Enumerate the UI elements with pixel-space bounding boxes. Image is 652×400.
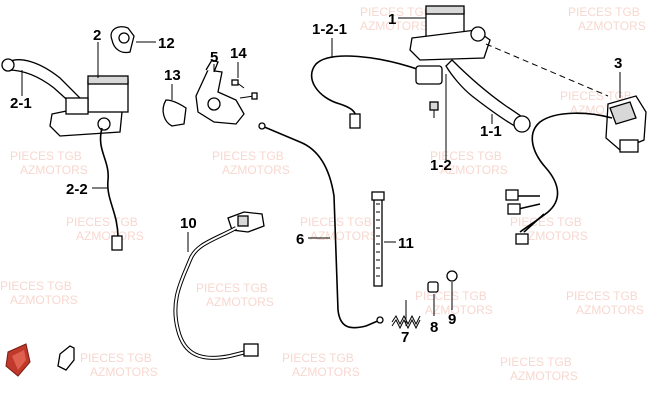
wire-connector	[515, 233, 529, 245]
watermark-text: AZMOTORS	[20, 163, 88, 177]
reservoir-cap	[425, 5, 465, 15]
lever-tip	[513, 115, 531, 133]
watermark-text: PIECES TGB	[430, 149, 502, 163]
watermark-text: AZMOTORS	[576, 303, 644, 317]
watermark-text: PIECES TGB	[568, 5, 640, 19]
watermark-text: AZMOTORS	[76, 229, 144, 243]
small-bracket	[57, 345, 75, 371]
watermark-text: PIECES TGB	[80, 351, 152, 365]
part-label: 5	[210, 49, 218, 66]
part-label: 1-2-1	[312, 21, 347, 38]
part-label: 12	[158, 35, 175, 52]
wire-connector	[507, 203, 521, 215]
part-10-sensor-wire	[173, 211, 265, 360]
watermark-text: PIECES TGB	[300, 215, 372, 229]
watermark-text: PIECES TGB	[566, 289, 638, 303]
part-8-collar	[427, 281, 439, 293]
part-9-nut	[446, 270, 458, 282]
part-6-throttle-cable	[258, 122, 384, 329]
part-5-bracket	[195, 59, 245, 125]
wire-connector	[111, 235, 123, 251]
watermark-text: AZMOTORS	[510, 369, 578, 383]
part-label: 10	[180, 215, 197, 232]
part-14-screws	[231, 79, 258, 100]
watermark-text: AZMOTORS	[520, 229, 588, 243]
part-label: 7	[401, 329, 409, 346]
part-label: 2-1	[10, 95, 32, 112]
watermark-text: PIECES TGB	[415, 289, 487, 303]
watermark-text: AZMOTORS	[206, 295, 274, 309]
part-label: 1-2	[430, 157, 452, 174]
brake-switch-wire	[99, 127, 119, 239]
watermark-text: PIECES TGB	[560, 89, 632, 103]
wire-connector	[505, 189, 519, 201]
watermark-text: PIECES TGB	[10, 149, 82, 163]
watermark-text: AZMOTORS	[10, 293, 78, 307]
watermark-text: PIECES TGB	[360, 5, 432, 19]
part-label: 3	[614, 55, 622, 72]
clamp	[65, 97, 89, 115]
watermark-text: AZMOTORS	[90, 365, 158, 379]
part-label: 1	[388, 11, 396, 28]
part-1-2-1-switch-wire	[310, 55, 443, 129]
part-label: 8	[430, 319, 438, 336]
right-brake-lever-assembly	[409, 5, 531, 133]
mirror-mount	[470, 26, 486, 42]
watermark-text: PIECES TGB	[500, 355, 572, 369]
part-label: 2	[93, 27, 101, 44]
part-1-2-screw	[429, 101, 439, 118]
part-11-cable-tie	[371, 191, 385, 287]
watermark-text: AZMOTORS	[360, 19, 428, 33]
part-13-clamp-half	[162, 99, 187, 127]
watermark-text: PIECES TGB	[66, 215, 138, 229]
watermark-text: PIECES TGB	[282, 351, 354, 365]
pivot-bolt	[97, 117, 111, 131]
watermark-text: PIECES TGB	[510, 215, 582, 229]
watermark-text: AZMOTORS	[578, 19, 646, 33]
watermark-text: PIECES TGB	[196, 281, 268, 295]
part-12-clamp	[110, 26, 135, 54]
left-brake-lever-assembly	[1, 58, 129, 251]
alignment-dashed-line	[485, 43, 609, 97]
fluid-reservoir	[87, 79, 129, 113]
watermark-text: AZMOTORS	[425, 303, 493, 317]
watermark-text: PIECES TGB	[0, 279, 72, 293]
watermark-text: AZMOTORS	[222, 163, 290, 177]
watermarks: PIECES TGB AZMOTORS PIECES TGB AZMOTORS …	[0, 5, 646, 383]
watermark-text: AZMOTORS	[310, 229, 378, 243]
part-label: 1-1	[480, 123, 502, 140]
part-label: 9	[448, 311, 456, 328]
leader-lines	[21, 17, 621, 326]
part-label: 14	[230, 45, 247, 62]
part-labels: 2 12 2-1 2-2 13 5 14 10 6 11 7 8 9 1-2-1…	[10, 11, 622, 346]
part-label: 13	[164, 67, 181, 84]
part-label: 6	[296, 231, 304, 248]
reservoir-cap	[87, 75, 129, 85]
azmotors-logo-icon	[5, 343, 31, 377]
part-3-handlebar-switch	[505, 95, 647, 245]
part-label: 11	[398, 235, 414, 252]
lever-tip	[1, 58, 15, 72]
watermark-text: PIECES TGB	[212, 149, 284, 163]
watermark-text: AZMOTORS	[440, 163, 508, 177]
watermark-text: AZMOTORS	[292, 365, 360, 379]
part-label: 2-2	[66, 181, 88, 198]
switch-block	[415, 65, 443, 85]
